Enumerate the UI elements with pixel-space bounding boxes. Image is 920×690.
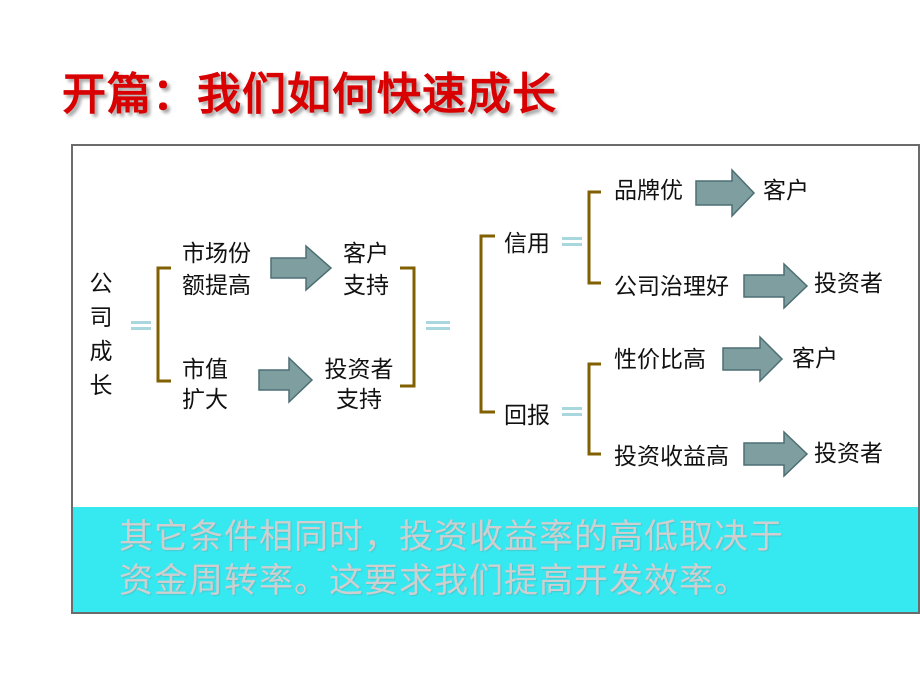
value-for-money-label: 性价比高 bbox=[614, 347, 706, 373]
investor-support-line-1: 投资者 bbox=[324, 357, 394, 383]
investor-support-line-2: 支持 bbox=[336, 387, 382, 413]
customer-support-line-1: 客户 bbox=[343, 241, 389, 267]
page-title: 开篇：我们如何快速成长 bbox=[62, 69, 557, 120]
governance-target-label: 投资者 bbox=[814, 271, 883, 297]
credit-label: 信用 bbox=[504, 231, 550, 257]
brand-advantage-label: 品牌优 bbox=[614, 178, 683, 204]
valuation-line-1: 市值 bbox=[182, 357, 228, 383]
root-char: 长 bbox=[89, 373, 113, 399]
valuation-line-2: 扩大 bbox=[182, 387, 228, 413]
value-target-label: 客户 bbox=[792, 346, 838, 372]
customer-support-line-2: 支持 bbox=[343, 273, 389, 299]
market-share-line-1: 市场份 bbox=[182, 241, 251, 267]
summary-note: 其它条件相同时，投资收益率的高低取决于 资金周转率。这要求我们提高开发效率。 bbox=[73, 507, 918, 612]
investment-target-label: 投资者 bbox=[814, 441, 883, 467]
governance-label: 公司治理好 bbox=[614, 274, 729, 300]
market-share-line-2: 额提高 bbox=[182, 273, 251, 299]
root-char: 公 bbox=[89, 271, 113, 297]
root-char: 成 bbox=[89, 339, 113, 365]
investment-return-label: 投资收益高 bbox=[614, 444, 729, 470]
return-label: 回报 bbox=[504, 403, 550, 429]
summary-line-1: 其它条件相同时，投资收益率的高低取决于 bbox=[119, 517, 784, 557]
summary-line-2: 资金周转率。这要求我们提高开发效率。 bbox=[119, 561, 749, 601]
brand-target-label: 客户 bbox=[763, 178, 809, 204]
root-char: 司 bbox=[89, 305, 113, 331]
root-label: 公 司 成 长 bbox=[86, 267, 116, 403]
